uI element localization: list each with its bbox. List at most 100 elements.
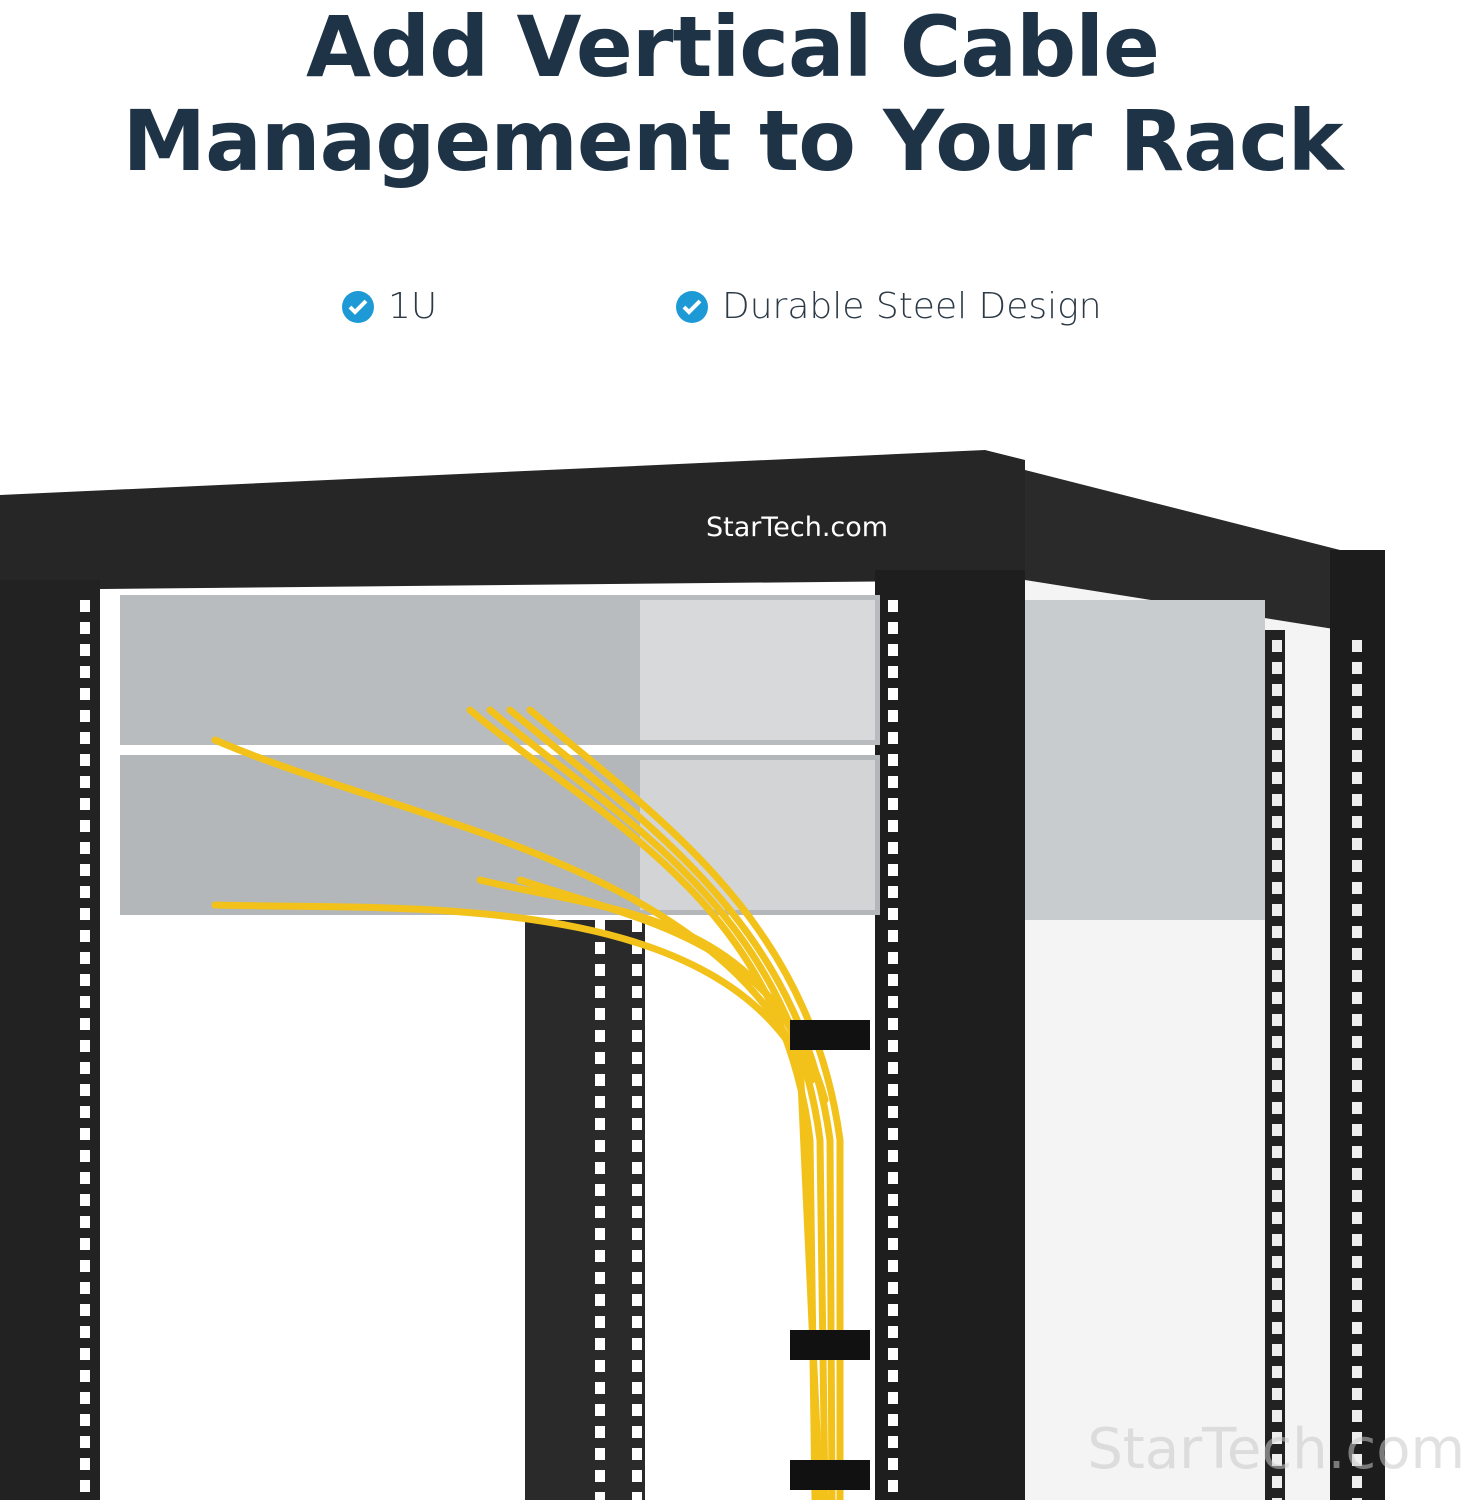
rack-hole <box>80 1172 90 1184</box>
rack-hole <box>888 776 898 788</box>
rack-hole <box>135 1096 145 1108</box>
rack-hole <box>1272 816 1282 828</box>
rack-hole <box>80 1414 90 1426</box>
rack-hole <box>1272 1080 1282 1092</box>
rack-hole <box>1352 1432 1362 1444</box>
rack-hole <box>80 974 90 986</box>
rack-hole <box>888 1106 898 1118</box>
rack-hole <box>80 1392 90 1404</box>
rack-hole <box>595 1382 605 1394</box>
rack-hole <box>1272 662 1282 674</box>
rack-hole <box>595 1360 605 1372</box>
rack-hole <box>80 1238 90 1250</box>
rack-hole <box>135 1074 145 1086</box>
rack-hole <box>80 754 90 766</box>
rack-hole <box>80 1260 90 1272</box>
rack-hole <box>135 942 145 954</box>
rack-hole <box>80 1062 90 1074</box>
rack-hole <box>80 1216 90 1228</box>
rack-hole <box>1272 904 1282 916</box>
rack-hole <box>595 1118 605 1130</box>
rack-hole <box>595 942 605 954</box>
rack-hole <box>1272 1124 1282 1136</box>
rack-hole <box>1272 1190 1282 1202</box>
rack-hole <box>595 1426 605 1438</box>
rack-hole <box>888 1370 898 1382</box>
rack-hole <box>80 1040 90 1052</box>
rack-hole <box>595 1228 605 1240</box>
rack-hole <box>80 1326 90 1338</box>
rack-hole <box>135 1140 145 1152</box>
rack-hole <box>1272 1410 1282 1422</box>
rack-hole <box>80 1194 90 1206</box>
rack-hole <box>888 930 898 942</box>
rack-hole <box>1352 706 1362 718</box>
rack-hole <box>80 688 90 700</box>
rack-hole <box>1352 1234 1362 1246</box>
rack-hole <box>80 644 90 656</box>
rack-hole <box>1272 728 1282 740</box>
rack-hole <box>595 986 605 998</box>
rack-hole <box>888 886 898 898</box>
rack-hole <box>1352 948 1362 960</box>
rack-hole <box>1272 1058 1282 1070</box>
rack-hole <box>80 732 90 744</box>
rack-hole <box>632 1448 642 1460</box>
rack-hole <box>888 666 898 678</box>
rack-hole <box>80 1436 90 1448</box>
rack-hole <box>1352 1256 1362 1268</box>
rack-hole <box>80 908 90 920</box>
rack-hole <box>135 1492 145 1504</box>
rack-hole <box>1272 684 1282 696</box>
rack-hole <box>80 1282 90 1294</box>
rack-hole <box>632 1052 642 1064</box>
rack-hole <box>595 1030 605 1042</box>
rack-hole <box>888 798 898 810</box>
rack-hole <box>595 1008 605 1020</box>
rack-hole <box>888 622 898 634</box>
rack-hole <box>80 996 90 1008</box>
rack-hole <box>632 1426 642 1438</box>
rack-hole <box>632 1206 642 1218</box>
rack-hole <box>632 1030 642 1042</box>
feature-label: 1U <box>388 286 438 327</box>
rack-hole <box>632 1140 642 1152</box>
rack-hole <box>1352 1168 1362 1180</box>
rack-hole <box>632 1404 642 1416</box>
rack-hole <box>135 1338 145 1350</box>
rack-hole <box>1352 1366 1362 1378</box>
feature-durable-steel: Durable Steel Design <box>676 286 1102 327</box>
rack-hole <box>888 996 898 1008</box>
rack-hole <box>1352 1014 1362 1026</box>
rack-hole <box>1352 816 1362 828</box>
rack-hole <box>888 1194 898 1206</box>
rack-hole <box>632 1470 642 1482</box>
rack-hole <box>888 864 898 876</box>
rack-hole <box>888 754 898 766</box>
rack-hole <box>632 920 642 932</box>
rack-hole <box>888 974 898 986</box>
rack-hole <box>1352 1454 1362 1466</box>
rack-hole <box>595 1470 605 1482</box>
rack-hole <box>1272 1212 1282 1224</box>
rack-hole <box>632 1074 642 1086</box>
rack-hole <box>1352 1322 1362 1334</box>
rack-hole <box>888 1238 898 1250</box>
rack-hole <box>888 1128 898 1140</box>
rack-hole <box>1352 838 1362 850</box>
rack-hole <box>888 842 898 854</box>
rack-hole <box>80 1084 90 1096</box>
rack-hole <box>1352 1146 1362 1158</box>
rack-hole <box>1352 1344 1362 1356</box>
rack-hole <box>1272 1278 1282 1290</box>
rack-hole <box>1272 1256 1282 1268</box>
rack-hole <box>632 1008 642 1020</box>
rack-hole <box>1272 860 1282 872</box>
rack-hole <box>595 1294 605 1306</box>
rack-hole <box>1352 860 1362 872</box>
rack-hole <box>595 1074 605 1086</box>
rack-hole <box>1352 992 1362 1004</box>
rack-hole <box>135 1426 145 1438</box>
rack-hole <box>888 644 898 656</box>
rack-hole <box>1272 1168 1282 1180</box>
